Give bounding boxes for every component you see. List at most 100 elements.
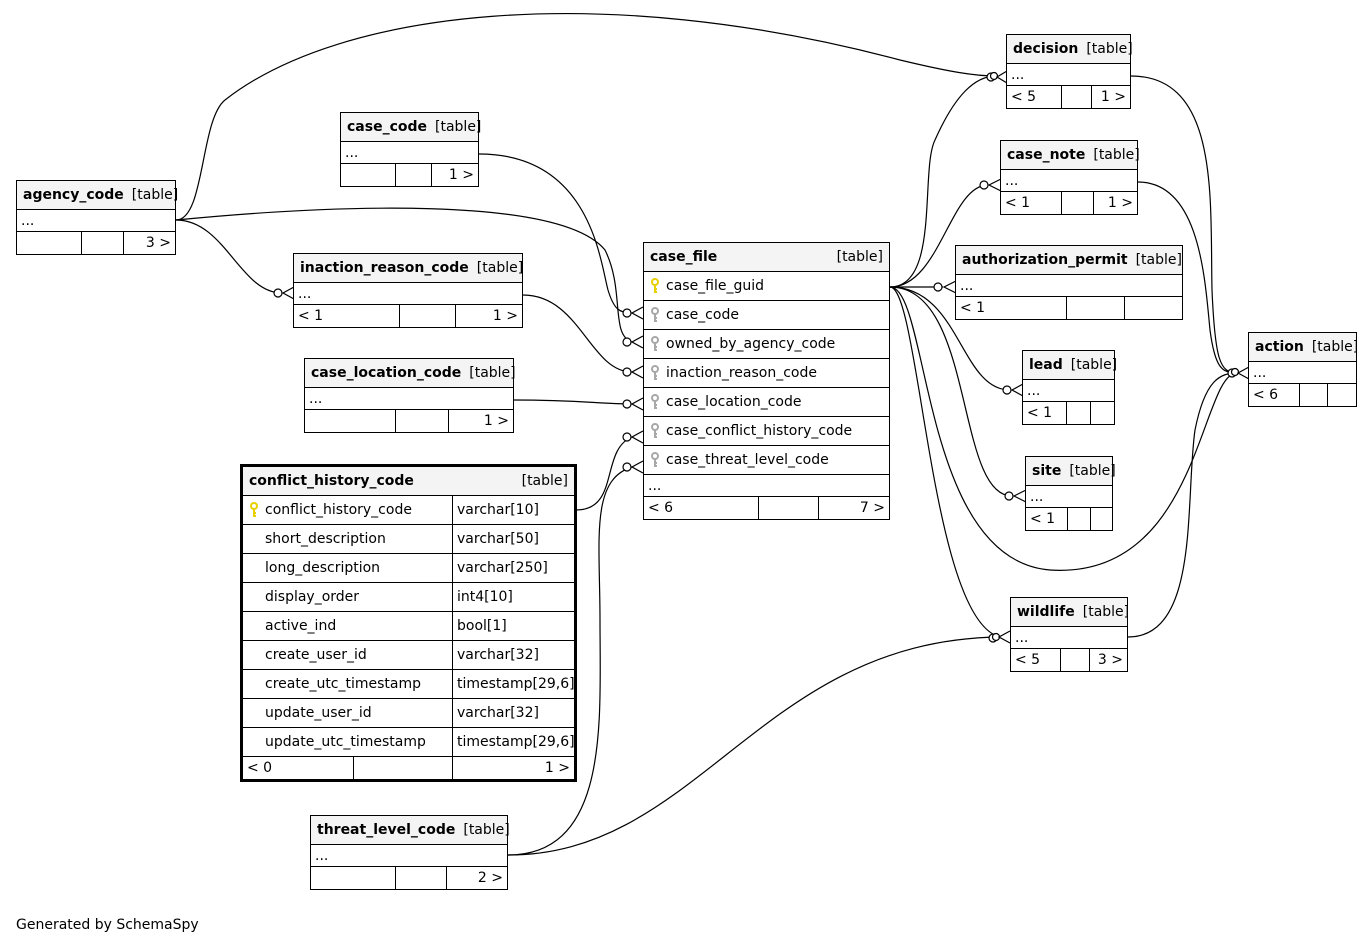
table-name[interactable]: case_location_code xyxy=(311,365,462,381)
table-agency-code[interactable]: agency_code [table] ... 3 > xyxy=(16,180,179,255)
child-count[interactable]: 1 > xyxy=(1091,86,1130,108)
table-footer: < 6 7 > xyxy=(644,497,889,519)
child-count[interactable] xyxy=(1090,508,1112,530)
parent-count[interactable]: < 5 xyxy=(1011,89,1037,105)
child-count[interactable]: 1 > xyxy=(448,410,513,432)
table-case-location-code[interactable]: case_location_code[table] ... 1 > xyxy=(304,358,516,433)
parent-count[interactable]: < 6 xyxy=(1253,387,1279,403)
table-name[interactable]: case_note xyxy=(1007,147,1086,163)
child-count[interactable]: 1 > xyxy=(431,164,478,186)
child-count[interactable]: 1 > xyxy=(452,757,574,779)
table-header: lead[table] xyxy=(1023,351,1117,380)
table-name[interactable]: agency_code xyxy=(23,187,124,203)
primary-key-icon xyxy=(644,278,666,294)
table-lead[interactable]: lead[table] ... < 1 xyxy=(1022,350,1117,425)
table-conflict-history-code[interactable]: conflict_history_code[table] conflict_hi… xyxy=(240,464,577,782)
table-tag: [table] xyxy=(131,187,179,203)
child-count[interactable]: 7 > xyxy=(818,497,889,519)
edge-wildlife-action xyxy=(1127,372,1238,638)
ellipsis: ... xyxy=(1253,364,1267,381)
table-name[interactable]: case_file xyxy=(650,249,718,265)
child-count[interactable]: 2 > xyxy=(446,867,507,889)
generated-by-footer: Generated by SchemaSpy xyxy=(16,917,199,933)
column-row[interactable]: owned_by_agency_code xyxy=(644,330,889,359)
column-row[interactable]: update_user_id varchar[32] xyxy=(243,699,574,728)
child-count[interactable]: 1 > xyxy=(1093,192,1137,214)
column-name: update_user_id xyxy=(265,705,372,721)
child-count[interactable] xyxy=(1327,384,1356,406)
parent-count[interactable]: < 1 xyxy=(1030,511,1056,527)
ellipsis-row: ... xyxy=(1007,64,1130,86)
ellipsis-row: ... xyxy=(17,210,175,232)
table-case-code[interactable]: case_code[table] ... 1 > xyxy=(340,112,481,187)
table-name[interactable]: conflict_history_code xyxy=(249,473,414,489)
table-header: case_file[table] xyxy=(644,243,889,272)
table-footer: 3 > xyxy=(17,232,175,254)
table-tag: [table] xyxy=(476,260,524,276)
parent-count[interactable]: < 5 xyxy=(1015,652,1041,668)
column-row[interactable]: case_code xyxy=(644,301,889,330)
column-type: varchar[10] xyxy=(452,496,574,524)
table-name[interactable]: site xyxy=(1032,463,1062,479)
foreign-key-icon xyxy=(644,336,666,352)
column-row[interactable]: case_threat_level_code xyxy=(644,446,889,475)
parent-count[interactable] xyxy=(311,867,395,889)
table-name[interactable]: authorization_permit xyxy=(962,252,1128,268)
table-name[interactable]: case_code xyxy=(347,119,428,135)
table-tag: [table] xyxy=(1069,463,1116,479)
table-action[interactable]: action[table] ... < 6 xyxy=(1248,332,1358,407)
column-name: display_order xyxy=(265,589,360,605)
table-threat-level-code[interactable]: threat_level_code[table] ... 2 > xyxy=(310,815,510,890)
parent-count[interactable]: < 1 xyxy=(298,308,324,324)
parent-count[interactable] xyxy=(17,232,81,254)
table-name[interactable]: lead xyxy=(1029,357,1063,373)
column-row[interactable]: case_conflict_history_code xyxy=(644,417,889,446)
column-row[interactable]: inaction_reason_code xyxy=(644,359,889,388)
column-type: timestamp[29,6] xyxy=(452,670,574,698)
table-name[interactable]: threat_level_code xyxy=(317,822,456,838)
column-type: varchar[250] xyxy=(452,554,574,582)
table-tag: [table] xyxy=(1086,41,1133,57)
child-count[interactable] xyxy=(1124,297,1182,319)
table-header: case_note[table] xyxy=(1001,141,1140,170)
parent-count[interactable]: < 6 xyxy=(648,500,674,516)
table-site[interactable]: site[table] ... < 1 xyxy=(1025,456,1116,531)
column-name: short_description xyxy=(265,531,386,547)
foreign-key-icon xyxy=(644,307,666,323)
child-count[interactable]: 1 > xyxy=(455,305,522,327)
parent-count[interactable]: < 0 xyxy=(247,760,273,776)
parent-count[interactable] xyxy=(305,410,395,432)
table-name[interactable]: inaction_reason_code xyxy=(300,260,469,276)
table-name[interactable]: wildlife xyxy=(1017,604,1075,620)
foreign-key-icon xyxy=(644,452,666,468)
parent-count[interactable]: < 1 xyxy=(960,300,986,316)
table-name[interactable]: action xyxy=(1255,339,1304,355)
table-decision[interactable]: decision [table] ... < 5 1 > xyxy=(1006,34,1133,109)
parent-count[interactable]: < 1 xyxy=(1005,195,1031,211)
column-name: case_conflict_history_code xyxy=(666,423,853,439)
column-row[interactable]: case_location_code xyxy=(644,388,889,417)
parent-count[interactable] xyxy=(341,164,395,186)
column-type: varchar[32] xyxy=(452,699,574,727)
column-row[interactable]: case_file_guid xyxy=(644,272,889,301)
parent-count[interactable]: < 1 xyxy=(1027,405,1053,421)
child-count[interactable]: 3 > xyxy=(123,232,175,254)
ellipsis-row: ... xyxy=(1011,627,1127,649)
child-count[interactable]: 3 > xyxy=(1089,649,1127,671)
table-name[interactable]: decision xyxy=(1013,41,1079,57)
child-count[interactable] xyxy=(1090,402,1114,424)
table-authorization-permit[interactable]: authorization_permit[table] ... < 1 xyxy=(955,245,1183,320)
table-case-file[interactable]: case_file[table] case_file_guid case_cod… xyxy=(643,242,890,520)
table-footer: < 0 1 > xyxy=(243,757,574,779)
